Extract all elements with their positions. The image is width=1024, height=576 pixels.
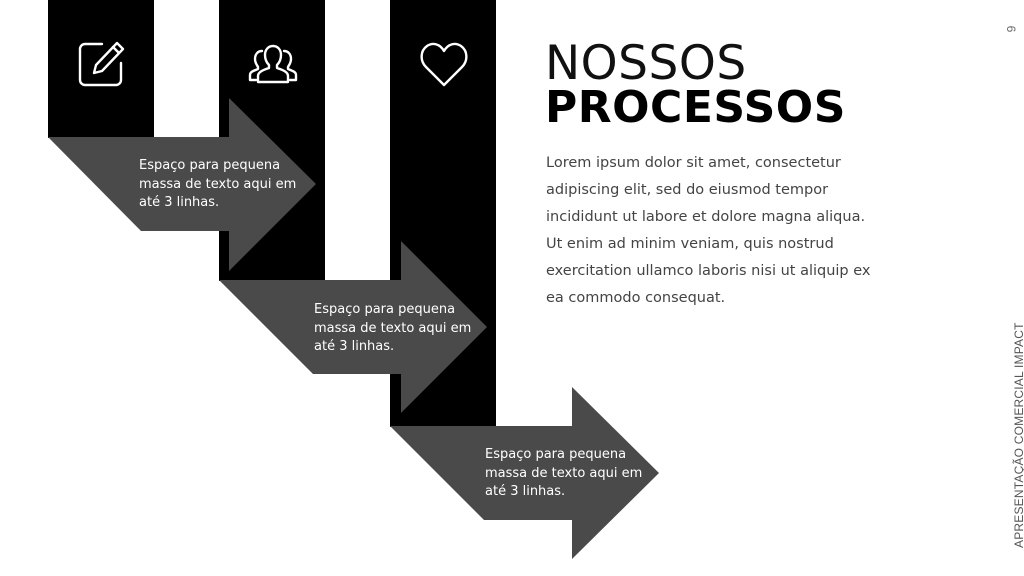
process-arrow-2 xyxy=(219,241,487,413)
edit-icon xyxy=(75,38,127,90)
step-3-text: Espaço para pequena massa de texto aqui … xyxy=(485,447,643,499)
process-arrow-1 xyxy=(48,98,316,271)
users-icon xyxy=(247,38,299,90)
process-arrow-3 xyxy=(390,387,659,559)
side-label: APRESENTAÇÃO COMERCIAL IMPACT xyxy=(1012,322,1024,548)
step-2-text: Espaço para pequena massa de texto aqui … xyxy=(314,302,472,354)
title-bold: PROCESSOS xyxy=(545,82,846,133)
title-light: NOSSOS xyxy=(545,36,747,91)
process-bar-1 xyxy=(48,0,154,138)
step-1-text: Espaço para pequena massa de texto aqui … xyxy=(139,158,297,210)
page-number: 6 xyxy=(1004,25,1018,33)
body-text: Lorem ipsum dolor sit amet, consectetur … xyxy=(546,155,871,306)
heart-icon xyxy=(418,38,470,90)
